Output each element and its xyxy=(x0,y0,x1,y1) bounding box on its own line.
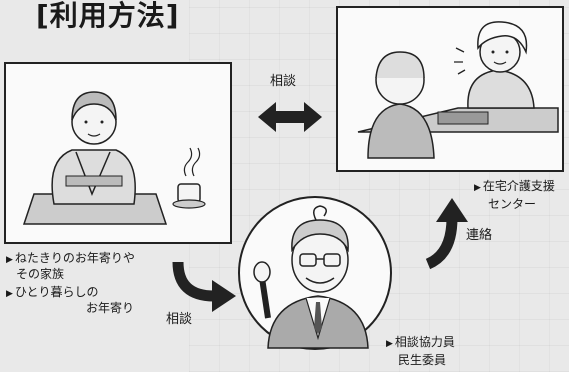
arrow-label-top: 相談 xyxy=(270,74,297,89)
elderly-label-4: お年寄り xyxy=(86,301,135,315)
triangle-bullet-icon: ▶ xyxy=(386,339,393,349)
triangle-bullet-icon: ▶ xyxy=(6,255,13,265)
elderly-label-3: ▶ひとり暮らしの xyxy=(6,285,99,299)
triangle-bullet-icon: ▶ xyxy=(6,289,13,299)
support-center-label-2: センター xyxy=(488,197,537,211)
arrow-label-bottom-left: 相談 xyxy=(166,312,193,327)
elderly-label-2: その家族 xyxy=(16,267,65,281)
volunteer-label-2: 民生委員 xyxy=(398,353,447,367)
triangle-bullet-icon: ▶ xyxy=(474,183,481,193)
curved-arrow-right-icon xyxy=(172,261,236,312)
elderly-label-1: ▶ねたきりのお年寄りや xyxy=(6,251,135,265)
support-center-label-1: ▶在宅介護支援 xyxy=(474,179,555,193)
support-center-illustration xyxy=(336,6,564,172)
page-title: [利用方法] xyxy=(36,0,180,32)
curved-arrow-up-icon xyxy=(425,198,468,270)
arrow-label-right: 連絡 xyxy=(466,228,493,243)
volunteer-circle-illustration xyxy=(238,196,392,350)
elderly-at-home-illustration xyxy=(4,62,232,244)
double-arrow-icon xyxy=(258,102,322,132)
elderly-woman-drawing xyxy=(22,91,206,225)
volunteer-man-drawing xyxy=(253,205,369,349)
consultation-drawing xyxy=(357,21,559,159)
volunteer-label-1: ▶相談協力員 xyxy=(386,335,455,349)
